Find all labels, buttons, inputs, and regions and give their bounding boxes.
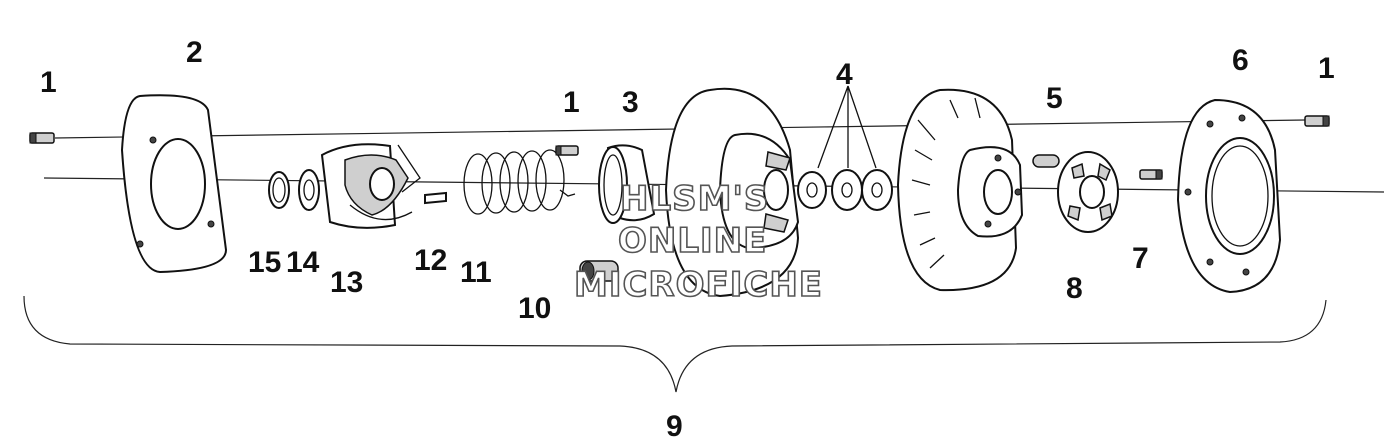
- callout-5: 5: [1046, 82, 1063, 115]
- callout-15: 15: [248, 246, 281, 279]
- watermark-line-3: MICROFICHE: [574, 265, 823, 305]
- pin[interactable]: [424, 191, 447, 205]
- callout-7: 7: [1132, 242, 1149, 275]
- cover-plate-right[interactable]: [1176, 98, 1282, 294]
- stationary-sheave[interactable]: [664, 87, 800, 298]
- screw[interactable]: [1139, 169, 1163, 180]
- roller[interactable]: [1032, 154, 1060, 168]
- watermark-line-1: HLSM'S: [620, 179, 769, 219]
- callout-3: 3: [622, 86, 639, 119]
- callout-11: 11: [460, 256, 492, 289]
- callout-14: 14: [286, 246, 320, 279]
- movable-sheave[interactable]: [896, 88, 1024, 292]
- bushing[interactable]: [598, 144, 656, 224]
- spacer[interactable]: [579, 260, 619, 282]
- callout-leader-4: [817, 85, 877, 169]
- callout-8: 8: [1066, 272, 1083, 305]
- callout-13: 13: [330, 266, 363, 299]
- callout-4: 4: [836, 58, 853, 91]
- callout-2: 2: [186, 36, 203, 69]
- bolt-left[interactable]: [29, 132, 55, 144]
- bolt-right[interactable]: [1304, 115, 1330, 127]
- spider-plate[interactable]: [1057, 151, 1119, 233]
- callout-1-right: 1: [1318, 52, 1335, 85]
- washer[interactable]: [298, 169, 320, 211]
- callout-1-left: 1: [40, 66, 57, 99]
- callout-9: 9: [666, 410, 683, 443]
- spring[interactable]: [463, 149, 576, 215]
- cover-plate-left[interactable]: [120, 94, 228, 274]
- assembly-bracket: [23, 295, 1327, 393]
- callout-6: 6: [1232, 44, 1249, 77]
- watermark-line-2: ONLINE: [618, 221, 767, 261]
- snap-ring[interactable]: [268, 171, 290, 209]
- spacer-washers[interactable]: [797, 169, 893, 211]
- bolt-middle[interactable]: [555, 145, 579, 156]
- cam-assembly[interactable]: [320, 143, 421, 229]
- callout-1-middle: 1: [563, 86, 580, 119]
- callout-12: 12: [414, 244, 447, 277]
- callout-10: 10: [518, 292, 551, 325]
